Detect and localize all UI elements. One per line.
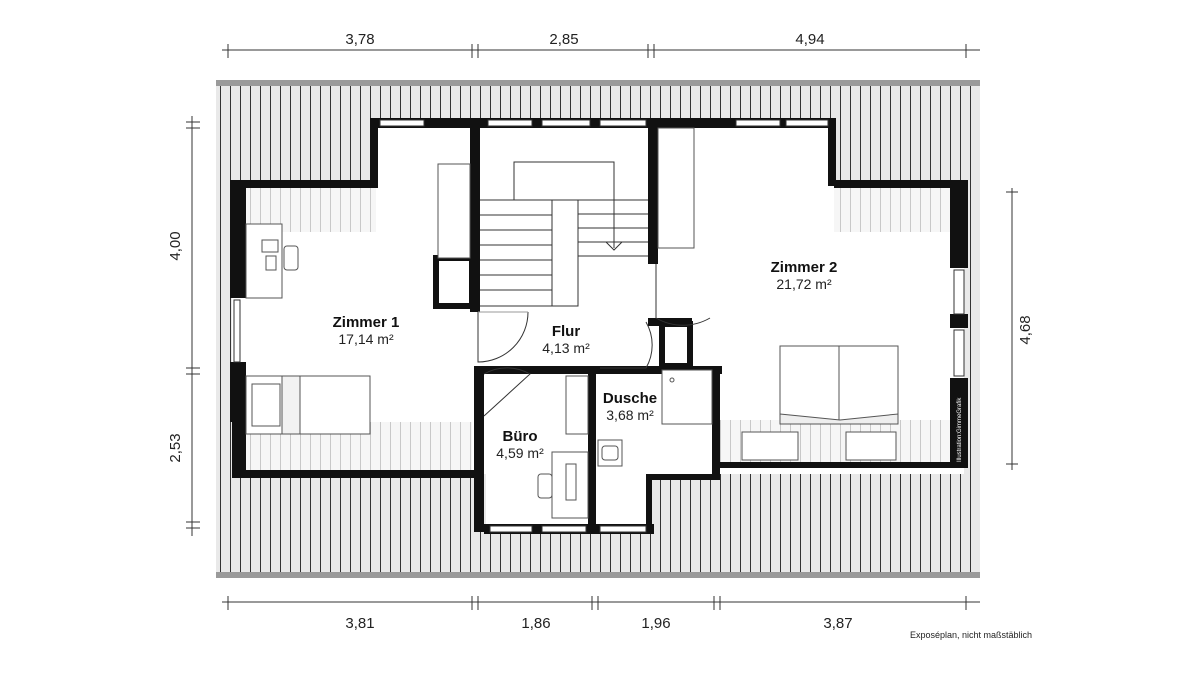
doors [477, 264, 711, 417]
chair [283, 245, 299, 271]
staircase [480, 161, 648, 307]
roof-area [216, 80, 980, 578]
room-area-buero: 4,59 m² [496, 445, 544, 461]
room-name-flur: Flur [552, 323, 580, 340]
room-name-zimmer-1: Zimmer 1 [333, 314, 400, 331]
room-name-dusche: Dusche [603, 390, 657, 407]
dim-left-2: 2,53 [167, 433, 184, 462]
room-area-zimmer-2: 21,72 m² [776, 276, 832, 292]
credit-strip [953, 380, 965, 466]
dim-bottom-2: 1,86 [521, 615, 550, 632]
wardrobe [437, 163, 471, 259]
dim-top-1: 3,78 [345, 31, 374, 48]
room-area-dusche: 3,68 m² [606, 407, 654, 423]
room-area-zimmer-1: 17,14 m² [338, 331, 394, 347]
shower-tray [661, 369, 713, 425]
plan-note: Exposéplan, nicht maßstäblich [909, 630, 1032, 640]
desk [245, 223, 283, 299]
illustration-credit: Illustration:GimmeGrafik [957, 397, 963, 462]
bench-2 [845, 431, 897, 461]
dim-left-1: 4,00 [167, 231, 184, 260]
dim-top-2: 2,85 [549, 31, 578, 48]
room-name-zimmer-2: Zimmer 2 [771, 259, 838, 276]
wardrobe-2 [657, 127, 695, 249]
furniture [245, 127, 899, 519]
bench [741, 431, 799, 461]
room-area-flur: 4,13 m² [542, 340, 590, 356]
dim-top-3: 4,94 [795, 31, 824, 48]
windows [233, 119, 965, 533]
room-name-buero: Büro [503, 428, 538, 445]
dim-bottom-1: 3,81 [345, 615, 374, 632]
dim-right-1: 4,68 [1017, 315, 1034, 344]
dimension-lines [186, 44, 1018, 610]
office-cabinet [565, 375, 589, 435]
dim-bottom-3: 1,96 [641, 615, 670, 632]
office-chair [537, 473, 553, 499]
dim-bottom-4: 3,87 [823, 615, 852, 632]
